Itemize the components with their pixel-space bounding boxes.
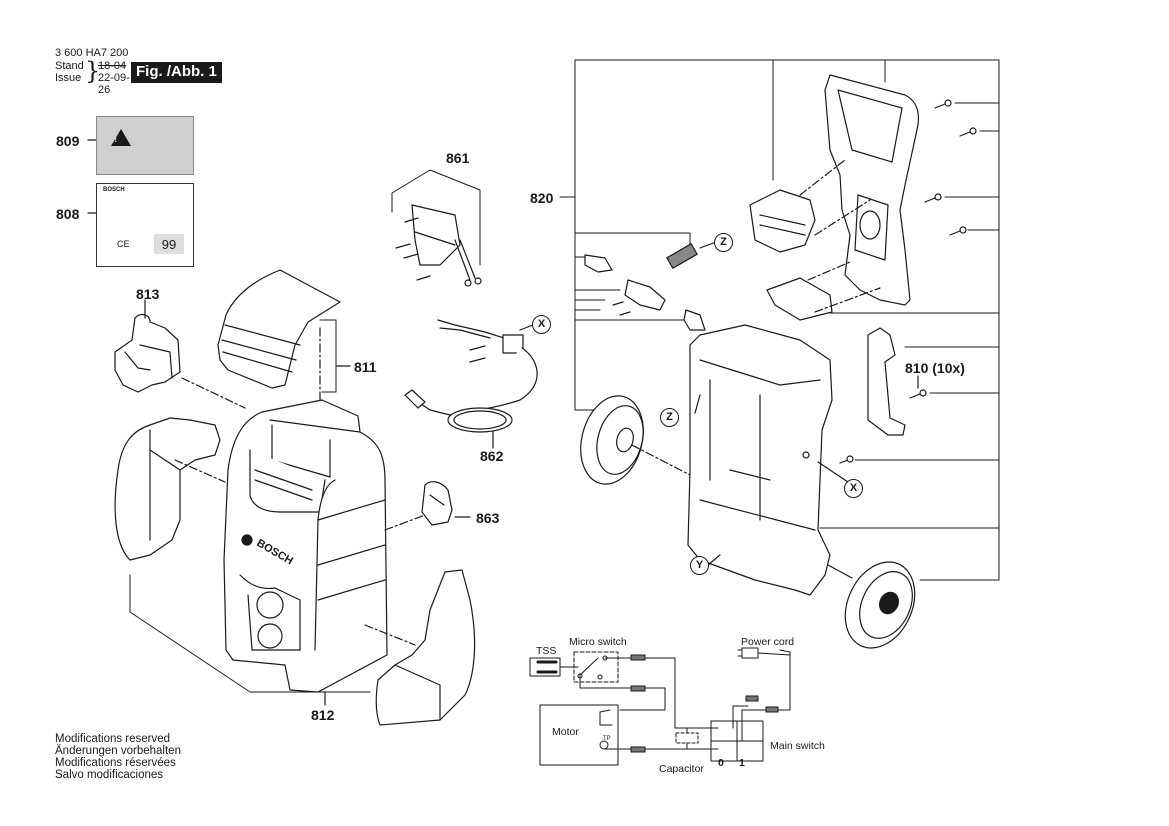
part-810-clip xyxy=(867,327,906,436)
part-number-861[interactable]: 861 xyxy=(446,150,470,166)
warning-triangle-icon xyxy=(111,129,131,146)
part-number-810[interactable]: 810 (10x) xyxy=(905,360,965,376)
part-862-power-cord xyxy=(404,319,538,433)
part-820-foot-upper xyxy=(749,189,816,253)
ce-mark-icon: CE xyxy=(117,239,130,249)
sticker-brand: BOSCH xyxy=(103,187,125,193)
part-863-knob xyxy=(421,481,453,526)
wheel-left xyxy=(580,395,644,485)
wiring-label-main-switch: Main switch xyxy=(770,740,825,752)
issue-date: 22-09-26 xyxy=(98,72,130,96)
wheel-right xyxy=(844,561,916,649)
callout-z-frame: Z xyxy=(660,408,679,427)
document-number: 3 600 HA7 200 xyxy=(55,47,129,59)
brace-glyph: } xyxy=(85,57,101,85)
part-820-frame xyxy=(687,324,833,596)
stand-label: Stand xyxy=(55,60,84,72)
modifications-fr: Modifications réservées xyxy=(55,757,176,769)
trigger-parts xyxy=(584,243,706,331)
sound-level-value: 99 xyxy=(154,234,184,254)
part-812-housing xyxy=(223,399,388,693)
revision-block: Stand Issue } 18-04 22-09-26 xyxy=(55,57,135,96)
callout-x-frame: X xyxy=(844,479,863,498)
stand-date-struck: 18-04 xyxy=(98,60,127,72)
part-820-handle xyxy=(824,74,920,306)
rating-label-808[interactable]: BOSCH CE 99 xyxy=(96,183,194,267)
part-812-left-cover xyxy=(114,417,221,561)
bracket-812 xyxy=(129,574,371,693)
modifications-en: Modifications reserved xyxy=(55,733,171,745)
callout-z-spring: Z xyxy=(714,233,733,252)
part-812-right-cover xyxy=(375,569,476,726)
part-861-motor xyxy=(391,169,482,287)
screws-handle xyxy=(839,99,977,464)
callout-y-frame: Y xyxy=(690,556,709,575)
part-813-bracket xyxy=(114,299,181,393)
wiring-diagram xyxy=(529,647,791,766)
issue-label: Issue xyxy=(55,72,82,84)
switch-position-0: 0 xyxy=(718,757,724,769)
part-number-863[interactable]: 863 xyxy=(476,510,500,526)
wiring-label-micro-switch: Micro switch xyxy=(569,636,627,648)
modifications-de: Änderungen vorbehalten xyxy=(55,745,181,757)
part-number-820[interactable]: 820 xyxy=(530,190,554,206)
wiring-label-tss: TSS xyxy=(536,645,557,657)
modifications-es: Salvo modificaciones xyxy=(55,769,164,781)
part-number-809: 809 xyxy=(56,133,80,149)
part-820-foot-lower xyxy=(766,277,833,321)
wiring-label-capacitor: Capacitor xyxy=(659,763,704,775)
exclamation-icon: ! xyxy=(114,134,118,145)
part-number-813[interactable]: 813 xyxy=(136,286,160,302)
callout-x-cord: X xyxy=(532,315,551,334)
wiring-label-motor: Motor xyxy=(552,726,579,738)
bracket-811 xyxy=(319,319,337,393)
wiring-label-power-cord: Power cord xyxy=(741,636,795,648)
wiring-label-tp: TP xyxy=(603,736,611,742)
modifications-notice: Modifications reserved Änderungen vorbeh… xyxy=(55,733,181,781)
part-number-812[interactable]: 812 xyxy=(311,707,335,723)
figure-badge: Fig. /Abb. 1 xyxy=(131,62,222,83)
part-number-811[interactable]: 811 xyxy=(354,359,377,375)
part-number-808: 808 xyxy=(56,206,80,222)
part-number-862[interactable]: 862 xyxy=(480,448,504,464)
switch-position-1: 1 xyxy=(739,757,745,769)
axis-813 xyxy=(181,377,246,409)
warning-label-809[interactable]: ! xyxy=(96,116,194,175)
part-811-top-cover xyxy=(217,269,341,389)
